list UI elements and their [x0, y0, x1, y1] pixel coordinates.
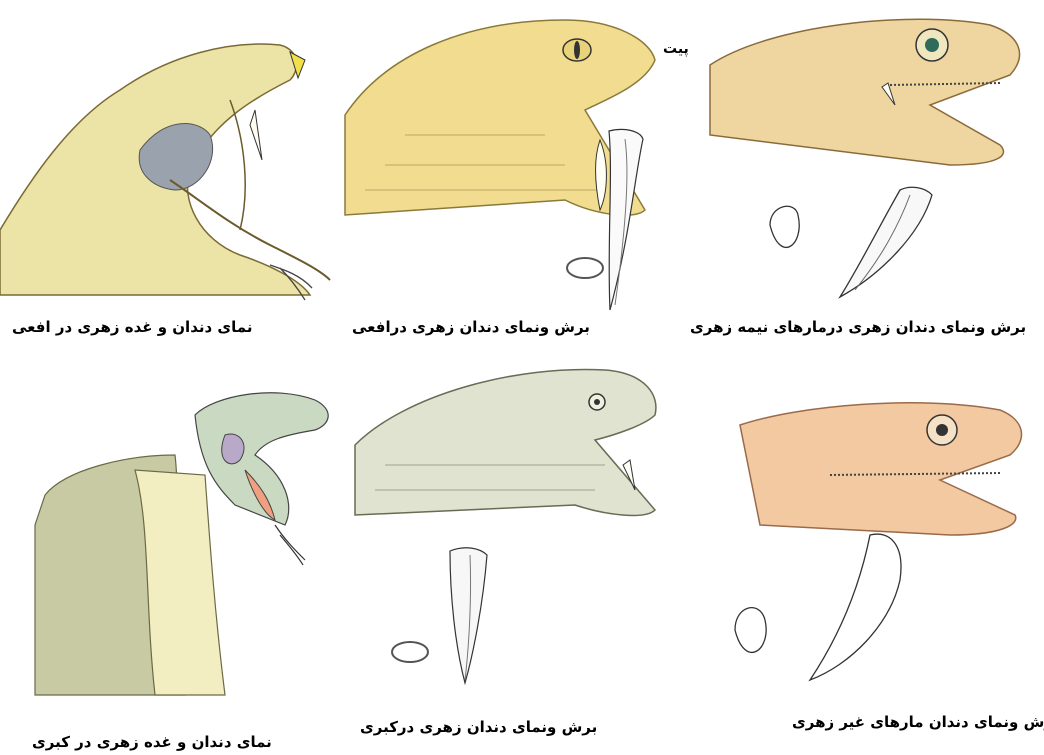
caption-viper-fang: برش ونمای دندان زهری درافعی	[352, 318, 590, 336]
non-venomous-tooth-illustration	[700, 395, 1040, 695]
panel-semi-venomous-fang	[710, 15, 1040, 315]
semi-venomous-fang-illustration	[710, 15, 1040, 315]
panel-cobra-fang	[355, 365, 685, 695]
cobra-head-illustration	[35, 375, 340, 695]
viper-fang-illustration	[345, 15, 675, 320]
cobra-fang-illustration	[355, 365, 685, 695]
panel-viper-fang: پیت	[345, 15, 675, 320]
caption-viper-head: نمای دندان و غده زهری در افعی	[12, 318, 252, 336]
panel-cobra-head	[35, 375, 340, 695]
caption-cobra-head: نمای دندان و غده زهری در کبری	[32, 733, 272, 751]
panel-non-venomous-tooth	[700, 395, 1040, 695]
pit-annotation: پیت	[663, 41, 689, 57]
caption-cobra-fang: برش ونمای دندان زهری درکبری	[360, 718, 597, 736]
viper-head-illustration	[0, 30, 340, 300]
caption-semi-venomous-fang: برش ونمای دندان زهری درمارهای نیمه زهری	[690, 318, 1026, 336]
panel-viper-head	[0, 30, 340, 300]
caption-non-venomous-tooth: برش ونمای دندان مارهای غیر زهری	[792, 713, 1044, 731]
